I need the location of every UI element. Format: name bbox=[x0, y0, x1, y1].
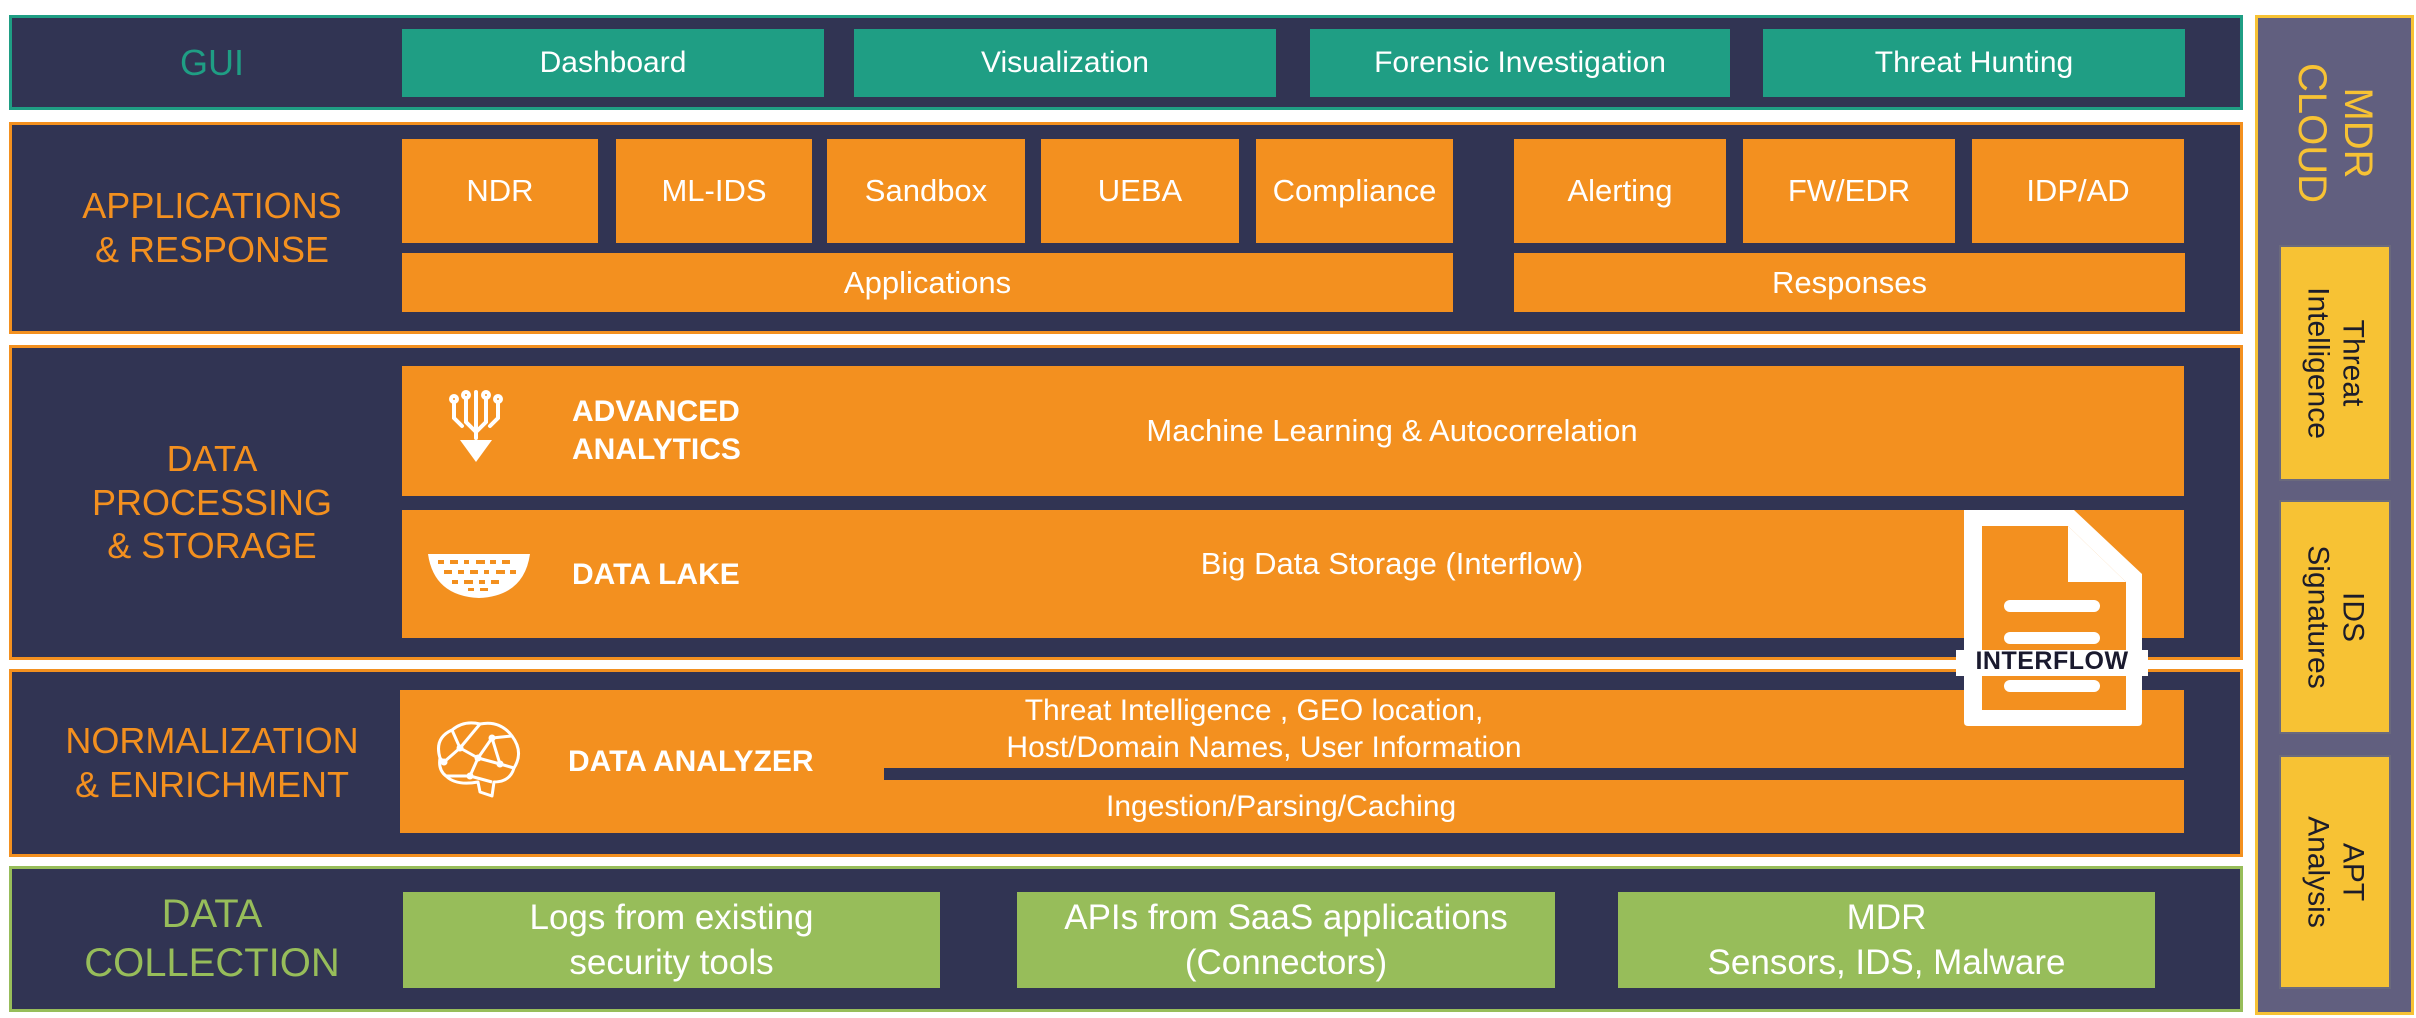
cloud-ids-signatures: IDS Signatures bbox=[2279, 500, 2391, 734]
data-lake-label: DATA LAKE bbox=[572, 558, 740, 591]
cloud-threat-intelligence: Threat Intelligence bbox=[2279, 245, 2391, 481]
app-sandbox: Sandbox bbox=[827, 139, 1025, 243]
collection-mdr: MDR Sensors, IDS, Malware bbox=[1618, 892, 2155, 988]
cloud-threat-intelligence-label: Threat Intelligence bbox=[2302, 287, 2370, 439]
analytics-arrow-icon bbox=[449, 390, 503, 462]
data-lake-icon bbox=[428, 554, 530, 598]
lake-desc: Big Data Storage (Interflow) bbox=[1200, 546, 1584, 581]
gui-visualization: Visualization bbox=[854, 29, 1276, 97]
document-icon bbox=[1956, 510, 2148, 726]
gui-threat-hunting: Threat Hunting bbox=[1763, 29, 2185, 97]
applications-bar: Applications bbox=[402, 253, 1453, 312]
enrichment-line-2: Host/Domain Names, User Information bbox=[1006, 731, 1522, 764]
app-ml-ids: ML-IDS bbox=[616, 139, 812, 243]
collection-apis: APIs from SaaS applications (Connectors) bbox=[1017, 892, 1555, 988]
response-alerting: Alerting bbox=[1514, 139, 1726, 243]
processing-layer-label: DATA PROCESSING & STORAGE bbox=[91, 437, 333, 567]
cloud-apt-analysis-label: APT Analysis bbox=[2302, 816, 2370, 928]
advanced-analytics-bar: Machine Learning & Autocorrelation bbox=[402, 366, 2184, 496]
enrichment-bar: Threat Intelligence , GEO location, Host… bbox=[884, 690, 2184, 768]
ingestion-bar: Ingestion/Parsing/Caching bbox=[884, 780, 2184, 833]
collection-logs: Logs from existing security tools bbox=[403, 892, 940, 988]
data-analyzer-label: DATA ANALYZER bbox=[568, 745, 814, 778]
interflow-badge: INTERFLOW bbox=[1975, 647, 2129, 675]
gui-forensic-investigation: Forensic Investigation bbox=[1310, 29, 1730, 97]
app-compliance: Compliance bbox=[1256, 139, 1453, 243]
cloud-ids-signatures-label: IDS Signatures bbox=[2302, 545, 2370, 689]
responses-bar: Responses bbox=[1514, 253, 2185, 312]
collection-layer-label: DATA COLLECTION bbox=[84, 892, 340, 985]
analytics-desc: Machine Learning & Autocorrelation bbox=[1146, 413, 1638, 448]
normalization-layer-label: NORMALIZATION & ENRICHMENT bbox=[65, 720, 359, 805]
response-idp-ad: IDP/AD bbox=[1972, 139, 2184, 243]
gui-layer-label: GUI bbox=[179, 41, 244, 83]
analytics-label: ADVANCED ANALYTICS bbox=[572, 395, 741, 466]
app-ndr: NDR bbox=[402, 139, 598, 243]
applications-layer-label: APPLICATIONS & RESPONSE bbox=[82, 185, 342, 270]
enrichment-line-1: Threat Intelligence , GEO location, bbox=[1024, 693, 1484, 727]
app-ueba: UEBA bbox=[1041, 139, 1239, 243]
data-lake-bar: Big Data Storage (Interflow) bbox=[402, 510, 2184, 638]
brain-icon bbox=[437, 721, 520, 798]
response-fw-edr: FW/EDR bbox=[1743, 139, 1955, 243]
mdr-cloud-title: MDR CLOUD bbox=[2289, 62, 2380, 204]
gui-dashboard: Dashboard bbox=[402, 29, 824, 97]
cloud-apt-analysis: APT Analysis bbox=[2279, 755, 2391, 989]
